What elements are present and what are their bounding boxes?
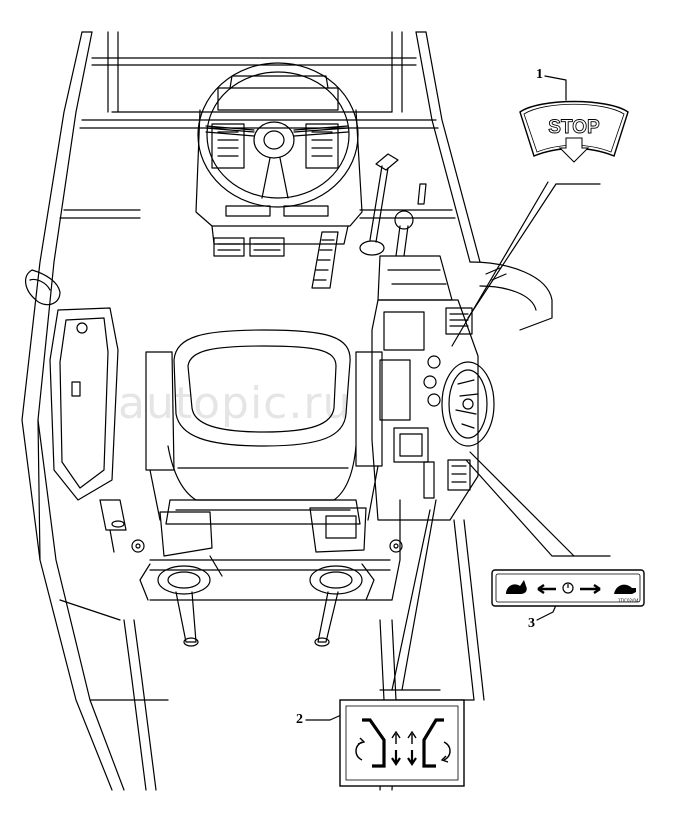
decal-code: 1TIC02/04 xyxy=(618,598,639,603)
operator-seat xyxy=(145,329,383,525)
accelerator-pedal xyxy=(311,231,339,289)
instrument-cluster xyxy=(441,361,495,447)
floor-bolts xyxy=(131,539,403,553)
callout-3: 3 xyxy=(528,616,535,631)
watermark: autopic.ru xyxy=(118,378,352,429)
callout-1: 1 xyxy=(536,67,543,82)
right-joystick xyxy=(309,507,375,647)
right-console xyxy=(371,299,479,601)
left-arrow-icon xyxy=(537,584,556,594)
tortoise-icon xyxy=(614,584,636,594)
lift-arm-down-icon xyxy=(422,718,451,768)
leader-lines xyxy=(305,75,611,721)
lift-arm-up-icon xyxy=(355,718,386,768)
down-arrow-icon xyxy=(558,137,590,163)
dashboard-console xyxy=(195,109,363,245)
steering-wheel xyxy=(197,62,359,208)
right-arrow-icon xyxy=(580,584,601,594)
brake-pedals xyxy=(213,237,285,257)
left-joystick xyxy=(139,511,223,647)
left-panel xyxy=(25,269,127,553)
callout-2: 2 xyxy=(296,712,303,727)
stop-decal: STOP xyxy=(519,100,629,163)
hare-icon xyxy=(506,580,527,594)
stop-label: STOP xyxy=(548,117,600,138)
hitch-decal xyxy=(339,699,465,787)
shift-levers xyxy=(359,153,453,301)
speed-decal: 1TIC02/04 xyxy=(491,569,645,607)
up-down-arrows-icon xyxy=(391,730,417,766)
